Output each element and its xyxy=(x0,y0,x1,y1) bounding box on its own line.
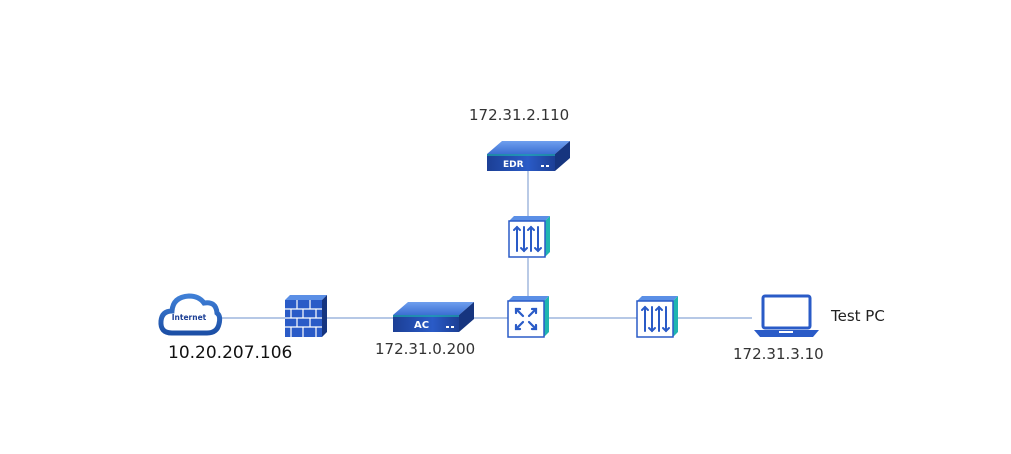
laptop-icon xyxy=(754,294,819,337)
pc-ip-label: 172.31.3.10 xyxy=(733,345,824,363)
internet-cloud-label: Internet xyxy=(172,313,207,322)
cloud-icon: Internet xyxy=(158,293,223,336)
pc-name-label: Test PC xyxy=(831,307,885,325)
edr-switch-icon xyxy=(508,216,550,258)
core-switch-icon xyxy=(507,296,549,338)
ac-appliance-icon: AC xyxy=(393,302,474,332)
edr-appliance-icon: EDR xyxy=(487,141,570,171)
internet-ip-label: 10.20.207.106 xyxy=(168,343,293,363)
edr-label: EDR xyxy=(503,160,524,170)
edr-ip-label: 172.31.2.110 xyxy=(469,106,570,124)
firewall-icon xyxy=(285,295,327,337)
ac-label: AC xyxy=(414,320,429,331)
access-switch-icon xyxy=(636,296,678,338)
ac-ip-label: 172.31.0.200 xyxy=(375,340,476,358)
links xyxy=(218,170,752,319)
